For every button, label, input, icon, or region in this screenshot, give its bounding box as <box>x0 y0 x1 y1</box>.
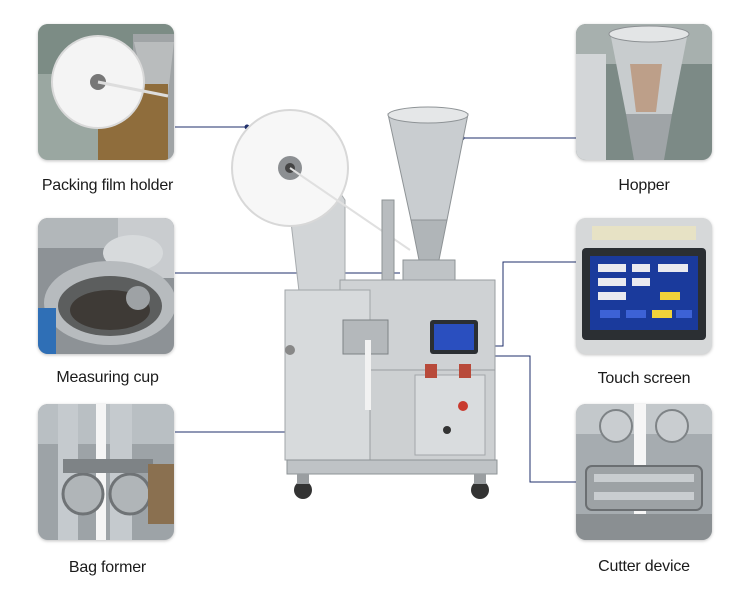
bag-former-photo <box>38 404 174 540</box>
measuring-cup-photo <box>38 218 174 354</box>
hopper-photo <box>576 24 712 160</box>
touch-screen-label: Touch screen <box>597 370 691 387</box>
packing-machine-illustration <box>225 100 525 510</box>
hopper-label: Hopper <box>618 177 670 194</box>
packing-film-holder-label: Packing film holder <box>41 177 174 194</box>
cutter-device-label: Cutter device <box>598 558 690 575</box>
touch-screen-photo <box>576 218 712 354</box>
bag-former-label: Bag former <box>68 559 147 576</box>
cutter-device-photo <box>576 404 712 540</box>
packing-film-holder-photo <box>38 24 174 160</box>
measuring-cup-label: Measuring cup <box>56 369 159 386</box>
